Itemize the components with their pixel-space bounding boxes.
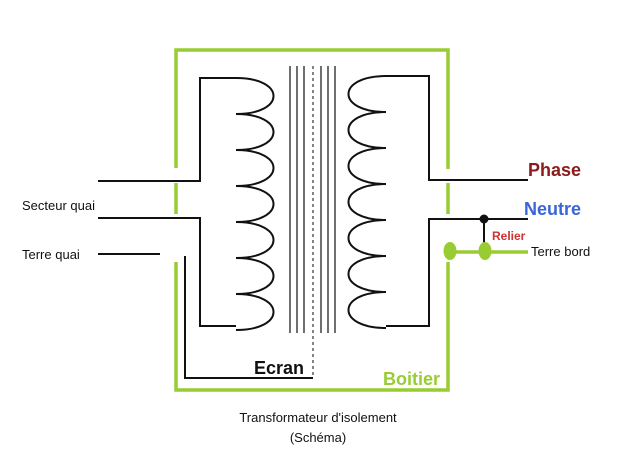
phase-label: Phase — [528, 160, 581, 180]
caption-title: Transformateur d'isolement — [239, 410, 397, 425]
terre-quai-to-boitier — [184, 256, 222, 379]
relier-ground-node — [478, 242, 492, 260]
secondary-coil — [347, 75, 387, 329]
boitier-top-and-right — [174, 48, 450, 169]
ecran-label: Ecran — [254, 358, 304, 378]
primary-top-lead — [98, 77, 236, 182]
neutre-junction-dot — [479, 214, 489, 224]
relier-label: Relier — [492, 229, 526, 243]
secondary-winding — [347, 75, 528, 329]
terre-quai-label: Terre quai — [22, 247, 80, 262]
primary-bottom-lead — [98, 217, 236, 327]
secteur-quai-label: Secteur quai — [22, 198, 95, 213]
primary-winding — [98, 77, 275, 331]
caption-subtitle: (Schéma) — [290, 430, 346, 445]
primary-coil — [235, 77, 275, 331]
boitier-enclosure — [174, 48, 450, 392]
transformer-core — [289, 66, 336, 333]
secondary-bottom-lead — [386, 218, 528, 327]
boitier-label: Boitier — [383, 369, 440, 389]
secondary-top-lead — [386, 75, 528, 181]
terre-bord-label: Terre bord — [531, 244, 590, 259]
boitier-left-bottom — [174, 262, 450, 392]
neutre-label: Neutre — [524, 199, 581, 219]
boitier-ground-node — [443, 242, 457, 260]
